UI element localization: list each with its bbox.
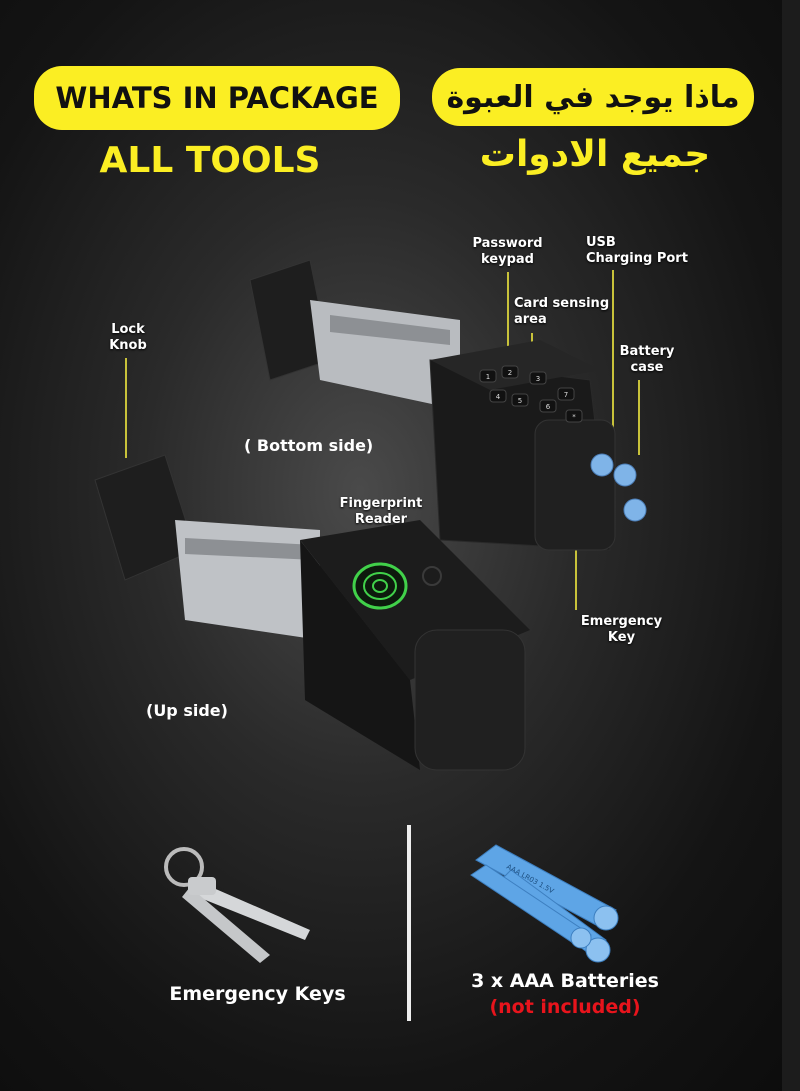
emergency-keys-image [164, 847, 310, 963]
keypad-key: 4 [496, 393, 501, 401]
keypad-keys: 1 2 3 4 5 6 7 * [479, 365, 583, 423]
lock-bottom-side-image: 1 2 3 4 5 6 7 * [249, 260, 647, 551]
right-edge-strip [782, 0, 800, 1091]
keypad-key: 7 [564, 391, 568, 399]
keypad-key: 2 [508, 369, 512, 377]
caption-batteries: 3 x AAA Batteries [471, 970, 659, 992]
leader-line [507, 272, 509, 372]
keypad-key: 3 [536, 375, 540, 383]
batteries-image: AAA LR03 1.5V [470, 844, 619, 963]
caption-emergency-keys: Emergency Keys [169, 983, 346, 1005]
subtitle-ar: جميع الادوات [479, 134, 711, 175]
subtitle-en: ALL TOOLS [99, 140, 321, 181]
keypad-key: 6 [546, 403, 551, 411]
leader-line [575, 500, 577, 610]
keypad-key: 1 [486, 373, 490, 381]
caption-not-included: (not included) [489, 996, 641, 1018]
fingerprint-icon [352, 562, 408, 610]
label-up-side: (Up side) [146, 701, 228, 720]
leader-line [612, 270, 614, 450]
keypad-key: * [572, 413, 576, 421]
title-ar-pill: ماذا يوجد في العبوة [432, 68, 754, 126]
leader-line [125, 358, 127, 458]
label-bottom-side: ( Bottom side) [244, 436, 374, 455]
lock-up-side-image [94, 454, 530, 771]
divider [407, 825, 411, 1021]
title-en-pill: WHATS IN PACKAGE [34, 66, 400, 130]
keypad-key: 5 [518, 397, 522, 405]
leader-line [638, 380, 640, 455]
battery-case-batteries [590, 453, 647, 522]
